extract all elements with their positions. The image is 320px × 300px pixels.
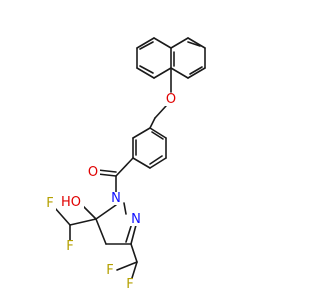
bond: [69, 218, 97, 226]
label-background: [64, 240, 76, 253]
naphthalene-ring: [136, 37, 206, 79]
pyrazoline-n1-label: N: [111, 191, 121, 206]
bond: [97, 173, 117, 177]
bond: [123, 202, 127, 215]
fluorine-label: F: [66, 239, 73, 254]
ether-oxygen-label: O: [166, 92, 176, 107]
carbonyl-group: [97, 157, 134, 193]
hydroxyl-label: HO: [61, 195, 81, 210]
bond: [132, 127, 151, 139]
bond: [132, 157, 151, 169]
bond: [131, 261, 138, 279]
bond: [170, 37, 189, 49]
atom-labels: O O N N HO F F F F: [44, 92, 178, 292]
bond: [136, 37, 155, 49]
pyrazoline-ring: [95, 202, 137, 245]
bond: [54, 207, 71, 226]
oxymethylene-linker: [149, 67, 172, 129]
bond: [187, 67, 206, 79]
bond: [189, 66, 203, 75]
bond: [139, 65, 154, 74]
bond: [153, 67, 172, 79]
bond: [95, 218, 107, 245]
molecule-diagram: O O N N HO F F F F: [44, 37, 206, 292]
bond: [149, 155, 163, 165]
bond: [136, 67, 155, 79]
label-background: [86, 166, 100, 179]
bond: [154, 105, 167, 119]
label-background: [129, 213, 143, 226]
fluorine-label: F: [46, 196, 53, 211]
label-background: [44, 197, 56, 210]
bond: [125, 222, 133, 243]
bond: [116, 261, 138, 271]
structure-canvas: O O N N HO F F F F: [44, 37, 206, 292]
bond: [130, 224, 137, 245]
pyrazoline-n2-label: N: [131, 212, 141, 227]
benzene-ring: [132, 127, 167, 169]
bond: [139, 41, 154, 50]
fluorine-label: F: [126, 277, 133, 292]
bond: [187, 41, 201, 47]
bond: [115, 157, 134, 177]
label-background: [164, 93, 178, 106]
substituents: [54, 205, 138, 279]
bond: [95, 204, 117, 220]
bond: [149, 157, 167, 169]
fluorine-label: F: [106, 263, 113, 278]
bond: [187, 37, 206, 49]
carbonyl-oxygen-label: O: [88, 165, 98, 180]
label-background: [109, 192, 123, 205]
label-background: [104, 264, 116, 277]
bond: [153, 37, 172, 49]
bond: [149, 127, 167, 139]
label-background: [58, 196, 84, 209]
bond: [149, 117, 156, 129]
bond: [130, 243, 138, 263]
bond: [82, 205, 97, 220]
label-background: [124, 278, 136, 291]
bond: [97, 169, 117, 173]
bond: [151, 131, 164, 140]
bond: [170, 67, 189, 79]
